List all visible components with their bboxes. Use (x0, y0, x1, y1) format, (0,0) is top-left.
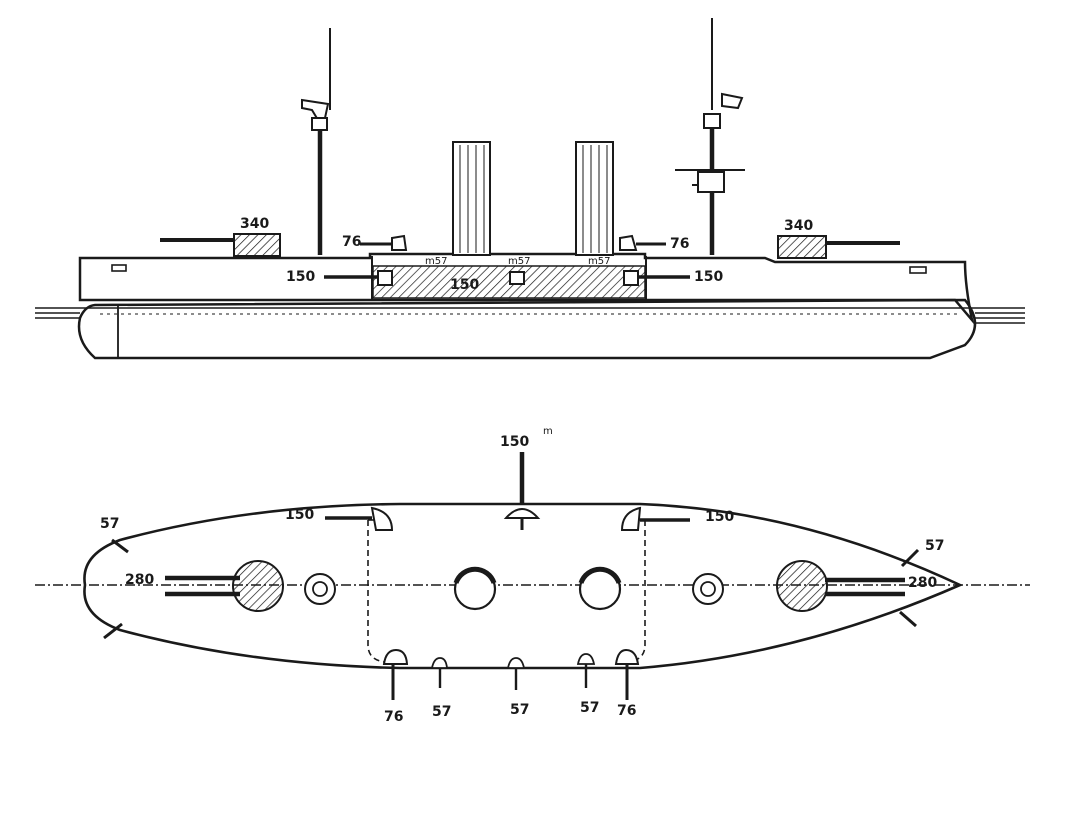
upper-hull (78, 252, 975, 325)
turret-forward-plan: 280 (125, 560, 284, 612)
label-57-side-c: m57 (588, 256, 610, 267)
funnel-forward (452, 141, 491, 256)
label-76-bottom-a: 76 (384, 709, 403, 725)
label-57-bottom-b: 57 (510, 702, 529, 718)
label-57-stern: 57 (925, 538, 944, 554)
label-150-forward: 150 (286, 269, 315, 285)
deck-outline (83, 502, 964, 670)
label-57-bow: 57 (100, 516, 119, 532)
side-view: 340 340 76 76 150 150 (35, 18, 1025, 360)
gun-76-bottom-a: 76 (382, 648, 409, 725)
gun-150-forward-side: 150 (286, 269, 393, 286)
label-150-stbd: 150 (705, 509, 734, 525)
turret-aft-plan: 280 (776, 560, 937, 612)
gun-57-bottom-b: 57 (506, 657, 529, 718)
label-280-forward: 280 (125, 572, 154, 588)
label-340-forward: 340 (240, 216, 269, 232)
gun-150-aft-side: 150 (623, 269, 723, 286)
label-150-aft: 150 (694, 269, 723, 285)
label-150-battery: 150 (450, 277, 479, 293)
gun-150-port-plan: 150 (285, 506, 394, 531)
mast-aft (675, 18, 745, 255)
label-57-side-b: m57 (508, 256, 530, 267)
gun-57-stern-plan: 57 (899, 538, 944, 628)
label-57-bottom-a: 57 (432, 704, 451, 720)
turret-aft-side: 340 (777, 218, 900, 259)
gun-76-forward-side: 76 (342, 234, 408, 251)
gun-76-bottom-b: 76 (614, 648, 640, 719)
plan-view: 280 280 (35, 426, 1030, 725)
label-150-top: 150 (500, 434, 529, 450)
label-280-aft: 280 (908, 575, 937, 591)
mast-forward-plan (304, 573, 336, 605)
gun-76-aft-side: 76 (619, 234, 689, 252)
mast-forward (301, 28, 331, 255)
label-150-top-mark: m (543, 426, 553, 437)
label-57-bottom-c: 57 (580, 700, 599, 716)
funnel-forward-plan (453, 566, 497, 611)
mast-aft-plan (692, 573, 724, 605)
label-57-side-a: m57 (425, 256, 447, 267)
gun-150-top-plan: 150 m (500, 426, 553, 530)
label-150-port: 150 (285, 507, 314, 523)
funnel-aft (575, 141, 614, 256)
label-76-forward: 76 (342, 234, 361, 250)
gun-57-bow-plan: 57 (100, 516, 129, 640)
turret-forward-side: 340 (160, 216, 281, 257)
lower-hull (77, 298, 977, 360)
label-76-bottom-b: 76 (617, 703, 636, 719)
funnel-aft-plan (578, 566, 622, 611)
waterline (35, 307, 1025, 324)
gun-57-bottom-a: 57 (430, 657, 451, 720)
gun-57-bottom-c: 57 (576, 653, 599, 716)
label-340-aft: 340 (784, 218, 813, 234)
gun-150-stbd-plan: 150 (620, 506, 734, 531)
label-76-aft: 76 (670, 236, 689, 252)
gun-150-battery-side: 150 (450, 271, 525, 293)
